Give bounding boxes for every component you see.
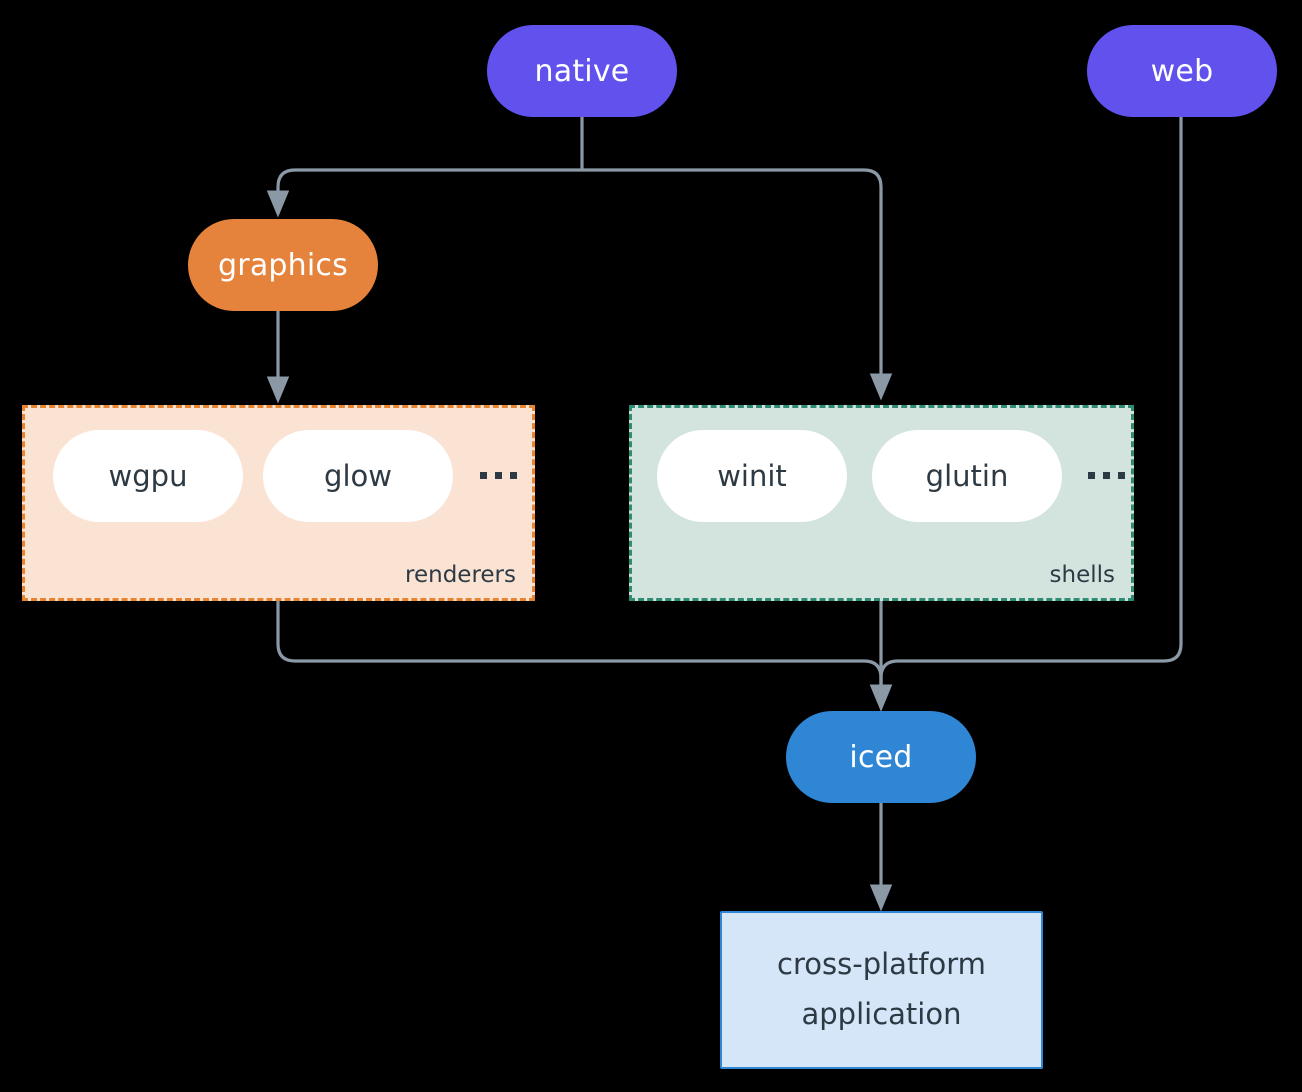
node-application-line2: application — [801, 997, 962, 1031]
node-application-line1: cross-platform — [777, 947, 986, 982]
group-renderers: wgpu glow renderers — [22, 405, 535, 601]
renderers-overflow-ellipsis-icon — [480, 472, 517, 479]
node-application[interactable]: cross-platform application — [720, 911, 1043, 1069]
node-web[interactable]: web — [1087, 25, 1277, 117]
node-iced[interactable]: iced — [786, 711, 976, 803]
edge-native-graphics — [266, 168, 582, 218]
group-shells: winit glutin shells — [629, 405, 1134, 601]
leaf-glow-label: glow — [324, 459, 392, 493]
leaf-glow[interactable]: glow — [263, 430, 453, 522]
node-native-label: native — [534, 53, 630, 89]
group-renderers-label: renderers — [405, 562, 516, 588]
node-native[interactable]: native — [487, 25, 677, 117]
group-shells-label: shells — [1049, 562, 1115, 588]
node-graphics-label: graphics — [218, 247, 348, 283]
leaf-winit-label: winit — [717, 459, 787, 493]
leaf-glutin-label: glutin — [925, 459, 1009, 493]
edge-web-iced — [869, 117, 1183, 712]
edge-native-shells — [582, 168, 893, 401]
leaf-wgpu[interactable]: wgpu — [53, 430, 243, 522]
leaf-wgpu-label: wgpu — [108, 459, 188, 493]
leaf-glutin[interactable]: glutin — [872, 430, 1062, 522]
leaf-winit[interactable]: winit — [657, 430, 847, 522]
shells-overflow-ellipsis-icon — [1088, 472, 1125, 479]
edge-renderers-iced — [276, 601, 893, 712]
node-web-label: web — [1150, 53, 1214, 89]
node-graphics[interactable]: graphics — [188, 219, 378, 311]
node-iced-label: iced — [849, 739, 913, 775]
